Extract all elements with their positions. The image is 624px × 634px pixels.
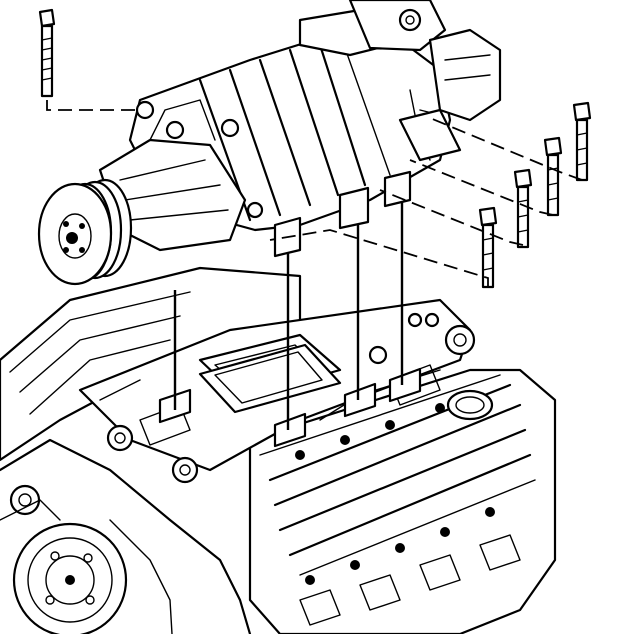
- bolt-icon: [543, 136, 563, 217]
- leader-lines: [46, 100, 583, 288]
- alignment-lines: [173, 200, 404, 430]
- drive-pulley: [37, 178, 133, 286]
- bolt-icon: [513, 168, 533, 249]
- mounting-bolts: [38, 8, 592, 289]
- bolt-icon: [478, 206, 498, 289]
- bolt-icon: [38, 8, 56, 98]
- supercharger-assembly: [98, 0, 502, 258]
- bolt-icon: [572, 101, 592, 182]
- intake-gasket: [198, 343, 342, 414]
